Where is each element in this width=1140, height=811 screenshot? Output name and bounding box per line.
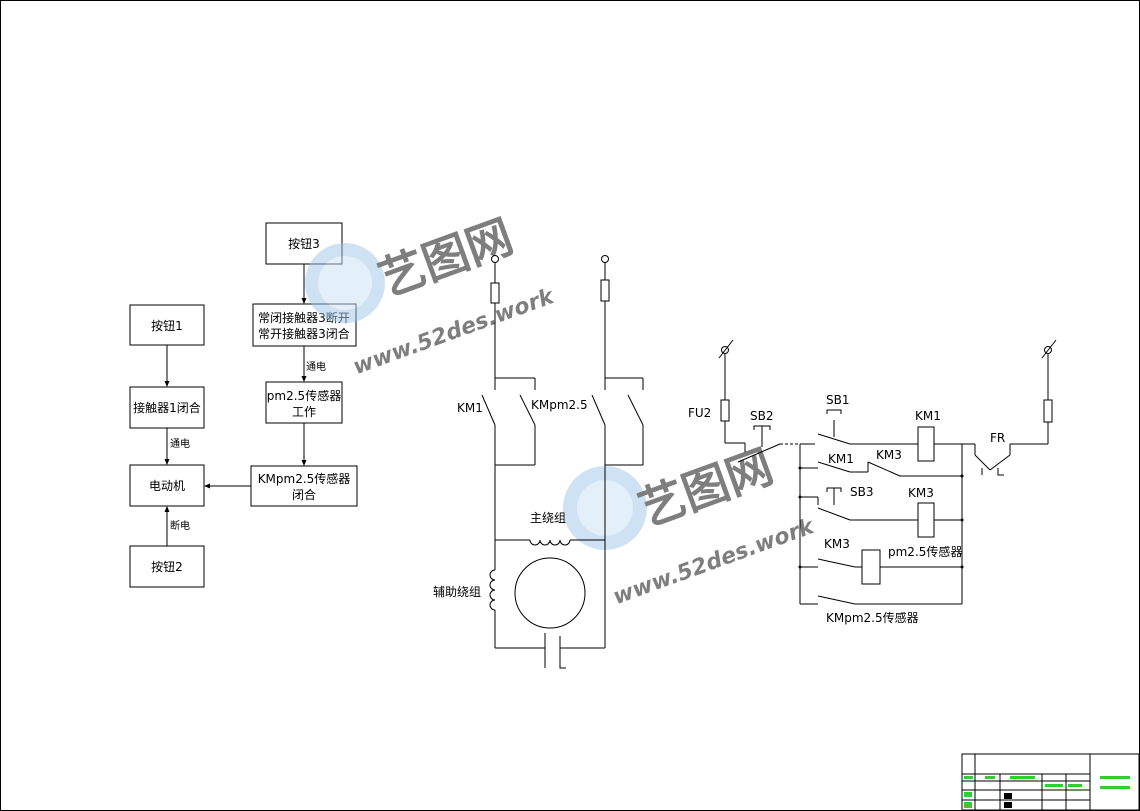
flowchart-edge-labels: 通电 通电 断电 — [170, 360, 326, 532]
label-button3: 按钮3 — [288, 236, 320, 251]
main-winding-coil — [529, 539, 571, 546]
label-sensor-line1: pm2.5传感器 — [267, 388, 341, 403]
label-km1-main: KM1 — [457, 401, 483, 415]
label-km-pm25-sensor: KMpm2.5传感器 — [826, 610, 919, 625]
label-km-pm25-main: KMpm2.5 — [531, 398, 588, 412]
km-pm25-aux-contact — [817, 595, 856, 605]
flowchart-labels: 按钮3 常闭接触器3断开 常开接触器3闭合 pm2.5传感器 工作 KMpm2.… — [133, 236, 350, 574]
capacitor-plate-curved — [559, 636, 566, 669]
label-sensor-line2: 工作 — [292, 405, 316, 419]
terminal-right — [601, 255, 609, 263]
label-contactor3-line2: 常开接触器3闭合 — [258, 326, 350, 341]
label-km3-coil: KM3 — [908, 486, 934, 500]
sb3-button-cap — [826, 487, 842, 492]
edge-power-on-top: 通电 — [306, 360, 326, 373]
control-circuit — [718, 339, 1057, 605]
edge-power-on-left: 通电 — [170, 437, 190, 450]
coil-km1 — [917, 426, 935, 462]
fuse-left — [490, 282, 500, 304]
flowchart-arrowheads — [164, 298, 307, 512]
main-circuit-labels: KM1 KMpm2.5 主绕组 辅助绕组 — [433, 398, 588, 599]
fr-symbol — [981, 468, 1004, 476]
terminal-control-right — [1044, 346, 1052, 354]
sb1-button-cap — [826, 409, 842, 414]
km-pm25-contact-blade — [519, 394, 536, 426]
km3-nc-contact — [867, 461, 901, 477]
label-km-sensor-line2: 闭合 — [292, 487, 316, 502]
label-sb1: SB1 — [826, 393, 849, 407]
terminal-left — [491, 255, 499, 263]
watermark-logo-1: 艺图网 www.52des.work — [305, 209, 559, 380]
label-fr: FR — [990, 431, 1005, 445]
label-pm25-sensor: pm2.5传感器 — [888, 544, 962, 559]
edge-power-off: 断电 — [170, 519, 190, 532]
fuse-fu2 — [720, 399, 730, 422]
label-km1-coil: KM1 — [915, 409, 941, 423]
fuse-right-control — [1043, 399, 1053, 423]
km1-aux-contact — [817, 461, 851, 473]
sb1-contact — [817, 433, 851, 445]
title-block — [961, 753, 1140, 811]
main-circuit — [481, 255, 644, 669]
watermark-logo-2: 艺图网 www.52des.work — [563, 439, 819, 610]
watermark-brand: 艺图网 — [372, 209, 520, 307]
sb2-contact — [737, 443, 781, 463]
label-sb3: SB3 — [850, 485, 873, 499]
fr-contact — [974, 454, 991, 471]
control-circuit-labels: FU2 SB2 SB1 KM1 FR KM1 KM3 SB3 KM3 KM3 p… — [688, 393, 1005, 625]
sb2-button-cap — [753, 425, 771, 430]
label-km3-nc: KM3 — [876, 448, 902, 462]
coil-pm25-sensor — [861, 549, 881, 585]
label-aux-winding: 辅助绕组 — [433, 585, 481, 599]
label-motor: 电动机 — [149, 479, 185, 493]
sb3-contact — [817, 507, 851, 521]
label-button1: 按钮1 — [151, 318, 183, 333]
label-km-sensor-line1: KMpm2.5传感器 — [258, 471, 351, 486]
label-fu2: FU2 — [688, 406, 711, 420]
coil-km3 — [917, 502, 935, 538]
control-circuit-dots — [798, 466, 964, 569]
label-km3-contact: KM3 — [824, 537, 850, 551]
km1-contact-blade — [481, 394, 496, 426]
fuse-right — [600, 279, 610, 302]
label-km1-contact: KM1 — [828, 452, 854, 466]
motor-symbol — [514, 557, 586, 629]
aux-winding-coil — [489, 569, 496, 611]
km3-no-contact — [817, 558, 856, 568]
label-contactor1: 接触器1闭合 — [133, 400, 201, 415]
label-main-winding: 主绕组 — [530, 511, 566, 525]
label-sb2: SB2 — [750, 409, 773, 423]
terminal-control-left — [721, 346, 729, 354]
label-button2: 按钮2 — [151, 559, 183, 574]
